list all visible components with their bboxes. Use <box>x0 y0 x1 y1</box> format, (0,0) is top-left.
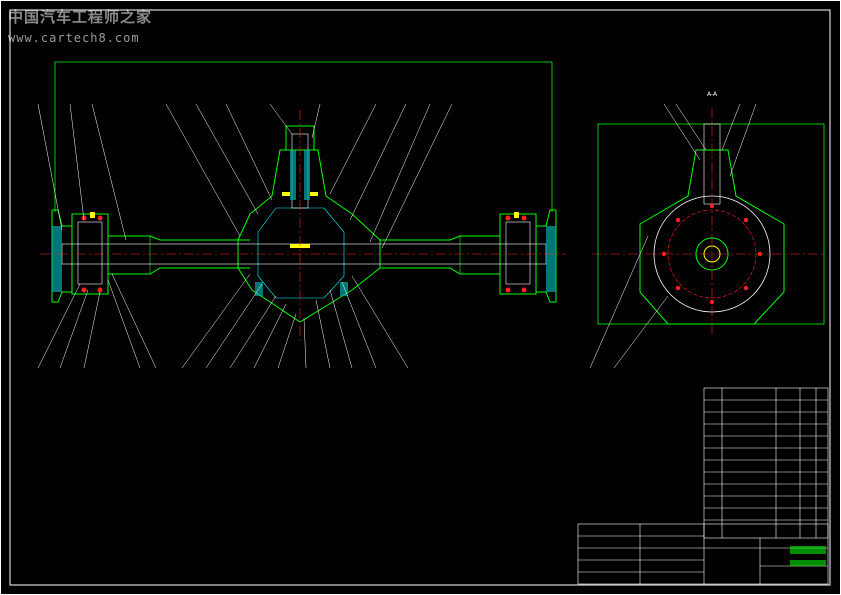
section-view-label: A-A <box>707 91 718 98</box>
title-block-highlight <box>790 546 826 566</box>
section-view <box>597 123 825 325</box>
main-view-dimensions <box>54 61 553 212</box>
section-view-leaders <box>589 103 757 369</box>
inner-border <box>9 9 831 586</box>
detail-accents <box>90 192 519 248</box>
section-view-bolts <box>661 203 763 305</box>
watermark-url: www.cartech8.com <box>8 31 140 45</box>
parts-list-table <box>703 387 829 539</box>
section-hatching <box>52 150 556 296</box>
leader-lines <box>37 103 453 369</box>
watermark-title: 中国汽车工程师之家 <box>8 8 153 26</box>
